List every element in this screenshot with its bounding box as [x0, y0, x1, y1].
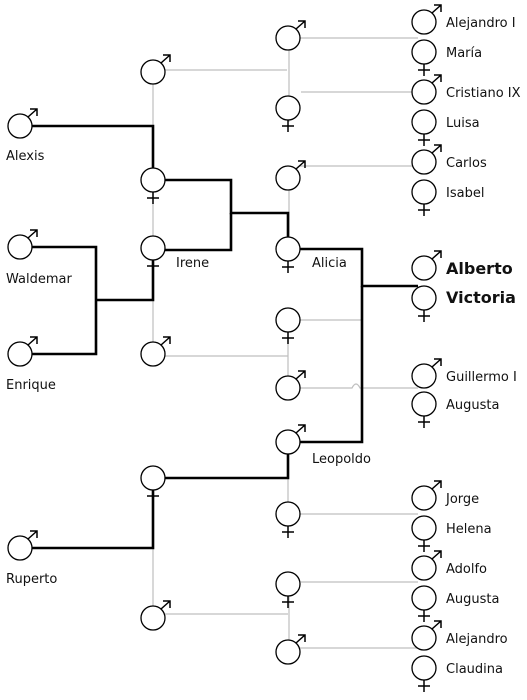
label-victoria: Victoria [446, 288, 516, 307]
male-symbol-guillermo-i [411, 358, 442, 389]
female-symbol-irene [140, 235, 166, 272]
female-symbol-victoria [411, 285, 437, 322]
female-symbol-col3-e [275, 307, 301, 344]
male-symbol-col3-c [275, 160, 306, 191]
female-symbol-luisa [411, 109, 437, 146]
female-symbol-augusta-1 [411, 391, 437, 428]
label-jorge: Jorge [445, 492, 479, 507]
label-alejandro: Alejandro [446, 632, 508, 647]
male-symbol-leopoldo [275, 424, 306, 455]
female-symbol-helena [411, 515, 437, 552]
label-isabel: Isabel [446, 186, 484, 201]
male-symbol-waldemar [7, 229, 38, 260]
female-symbol-claudina [411, 655, 437, 692]
label-leopoldo: Leopoldo [312, 452, 371, 467]
male-symbol-col3-f [275, 370, 306, 401]
male-symbol-col3-a [275, 20, 306, 51]
label-carlos: Carlos [446, 156, 487, 171]
female-symbol-alicia [275, 236, 301, 273]
male-symbol-carlos [411, 144, 442, 175]
label-cristiano-ix: Cristiano IX [446, 86, 521, 101]
male-symbol-ruperto [7, 530, 38, 561]
label-waldemar: Waldemar [6, 272, 72, 287]
male-symbol-alejandro [411, 620, 442, 651]
label-helena: Helena [446, 522, 492, 537]
male-symbol-alberto [411, 250, 442, 281]
label-guillermo-i: Guillermo I [446, 370, 517, 385]
label-enrique: Enrique [6, 378, 56, 393]
male-symbol-col2-d [140, 336, 171, 367]
male-symbol-jorge [411, 480, 442, 511]
female-symbol-col3-h [275, 501, 301, 538]
female-symbol-col2-e [140, 465, 166, 502]
name-labels: Alexis Waldemar Enrique Ruperto Irene Al… [6, 16, 521, 677]
male-symbol-alejandro-i [411, 4, 442, 35]
label-claudina: Claudina [446, 662, 503, 677]
label-adolfo: Adolfo [446, 562, 487, 577]
label-alicia: Alicia [312, 256, 347, 271]
connector-lines-thick [32, 124, 418, 550]
female-symbol-isabel [411, 179, 437, 216]
female-symbol-col3-i [275, 571, 301, 608]
male-symbol-cristiano-ix [411, 74, 442, 105]
label-maria: María [446, 46, 482, 61]
female-symbol-col3-b [275, 95, 301, 132]
label-alexis: Alexis [6, 149, 45, 164]
male-symbol-alexis [7, 108, 38, 139]
label-ruperto: Ruperto [6, 572, 57, 587]
female-symbol-maria [411, 39, 437, 76]
label-irene: Irene [176, 256, 209, 271]
connector-lines-thin [152, 37, 418, 662]
male-symbol-col2-f [140, 600, 171, 631]
male-symbol-adolfo [411, 550, 442, 581]
label-luisa: Luisa [446, 116, 480, 131]
male-symbol-enrique [7, 336, 38, 367]
label-augusta-2: Augusta [446, 592, 499, 607]
female-symbol-augusta-2 [411, 585, 437, 622]
male-symbol-col2-a [140, 54, 171, 85]
label-augusta-1: Augusta [446, 398, 499, 413]
female-symbol-col2-b [140, 167, 166, 204]
label-alberto: Alberto [446, 259, 513, 278]
person-symbols [7, 4, 442, 692]
male-symbol-col3-j [275, 634, 306, 665]
label-alejandro-i: Alejandro I [446, 16, 516, 31]
